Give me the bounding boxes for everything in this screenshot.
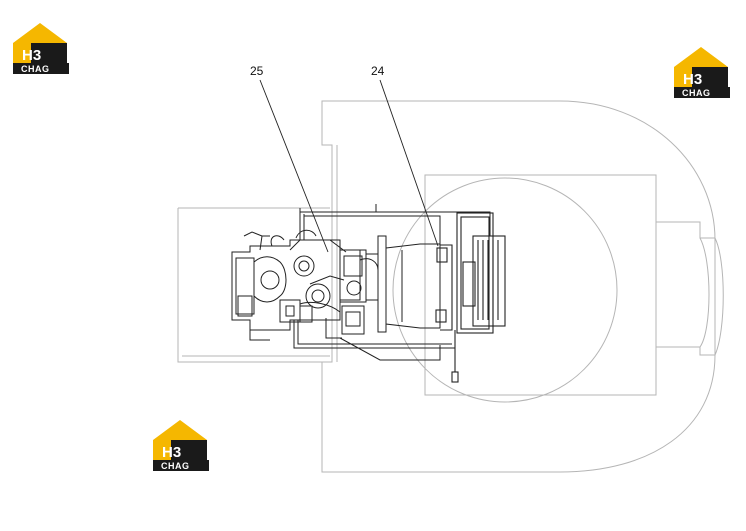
logo-text-top: H3: [22, 47, 41, 64]
leader-line-24: [379, 79, 439, 247]
callout-25: 25: [250, 64, 264, 78]
leader-lines: [259, 79, 439, 253]
logo-text-top: H3: [683, 71, 702, 88]
leader-line-25: [259, 79, 329, 253]
logo-text-bottom: CHAG: [161, 461, 190, 471]
coolant-pipes: [293, 204, 491, 361]
coupling-housing: [385, 243, 441, 329]
machine-outline: [177, 100, 724, 473]
house-logo-icon: H3 CHAG: [674, 47, 730, 98]
callout-24: 24: [371, 64, 385, 78]
logo-text-bottom: CHAG: [21, 64, 50, 74]
radiator-assembly: [435, 212, 506, 383]
engine-assembly: [231, 229, 387, 341]
logo-text-top: H3: [162, 444, 181, 461]
logo-text-bottom: CHAG: [682, 88, 711, 98]
house-logo-icon: H3 CHAG: [153, 420, 209, 471]
house-logo-icon: H3 CHAG: [13, 23, 69, 74]
